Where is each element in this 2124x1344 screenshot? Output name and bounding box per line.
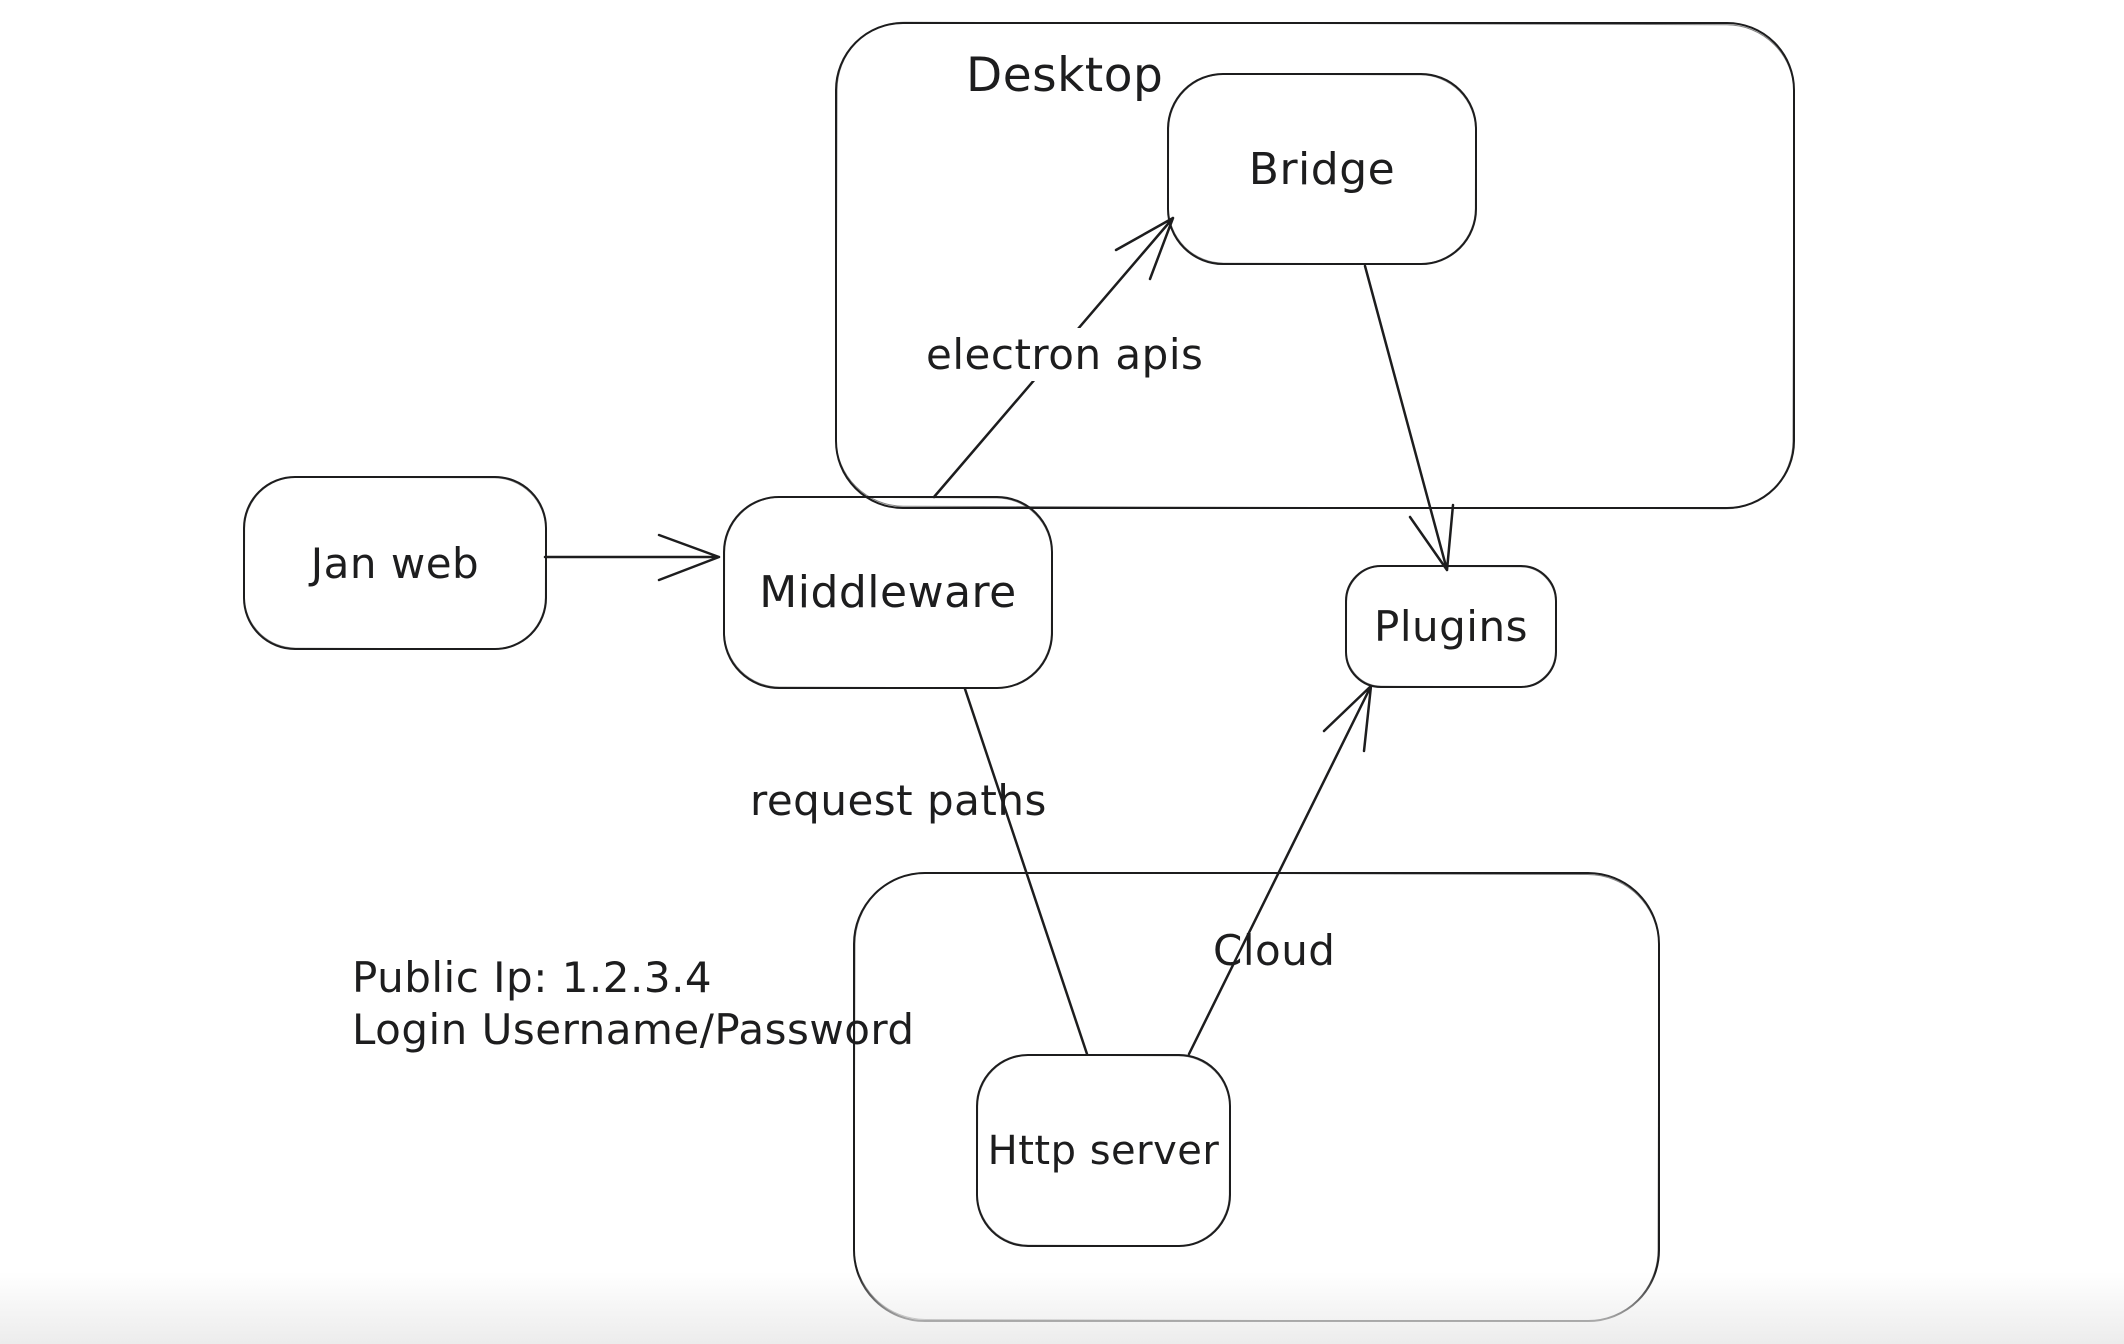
line-middleware-to-httpserver [963, 687, 1089, 1056]
note-login: Login Username/Password [352, 1005, 915, 1054]
middleware-label: Middleware [759, 567, 1017, 618]
desktop-label: Desktop [966, 48, 1164, 103]
desktop-container [835, 22, 1795, 509]
notes-block: Public Ip: 1.2.3.4 Login Username/Passwo… [352, 952, 915, 1056]
bridge-label: Bridge [1248, 143, 1396, 195]
plugins-box: Plugins [1345, 565, 1557, 688]
middleware-box: Middleware [723, 496, 1053, 689]
bridge-box: Bridge [1167, 73, 1477, 265]
arrow-httpserver-to-plugins [1187, 684, 1373, 1056]
arrow-bridge-to-plugins [1363, 264, 1455, 572]
http-server-box: Http server [976, 1054, 1231, 1247]
note-public-ip: Public Ip: 1.2.3.4 [352, 953, 713, 1002]
edge-label-request-paths: request paths [750, 776, 1047, 825]
jan-web-box: Jan web [243, 476, 547, 650]
edge-label-electron-apis: electron apis [916, 328, 1214, 381]
arrow-janweb-to-middleware [543, 533, 721, 582]
jan-web-label: Jan web [310, 538, 480, 588]
cloud-label: Cloud [1213, 926, 1336, 975]
http-server-label: Http server [987, 1127, 1220, 1174]
plugins-label: Plugins [1374, 602, 1528, 651]
